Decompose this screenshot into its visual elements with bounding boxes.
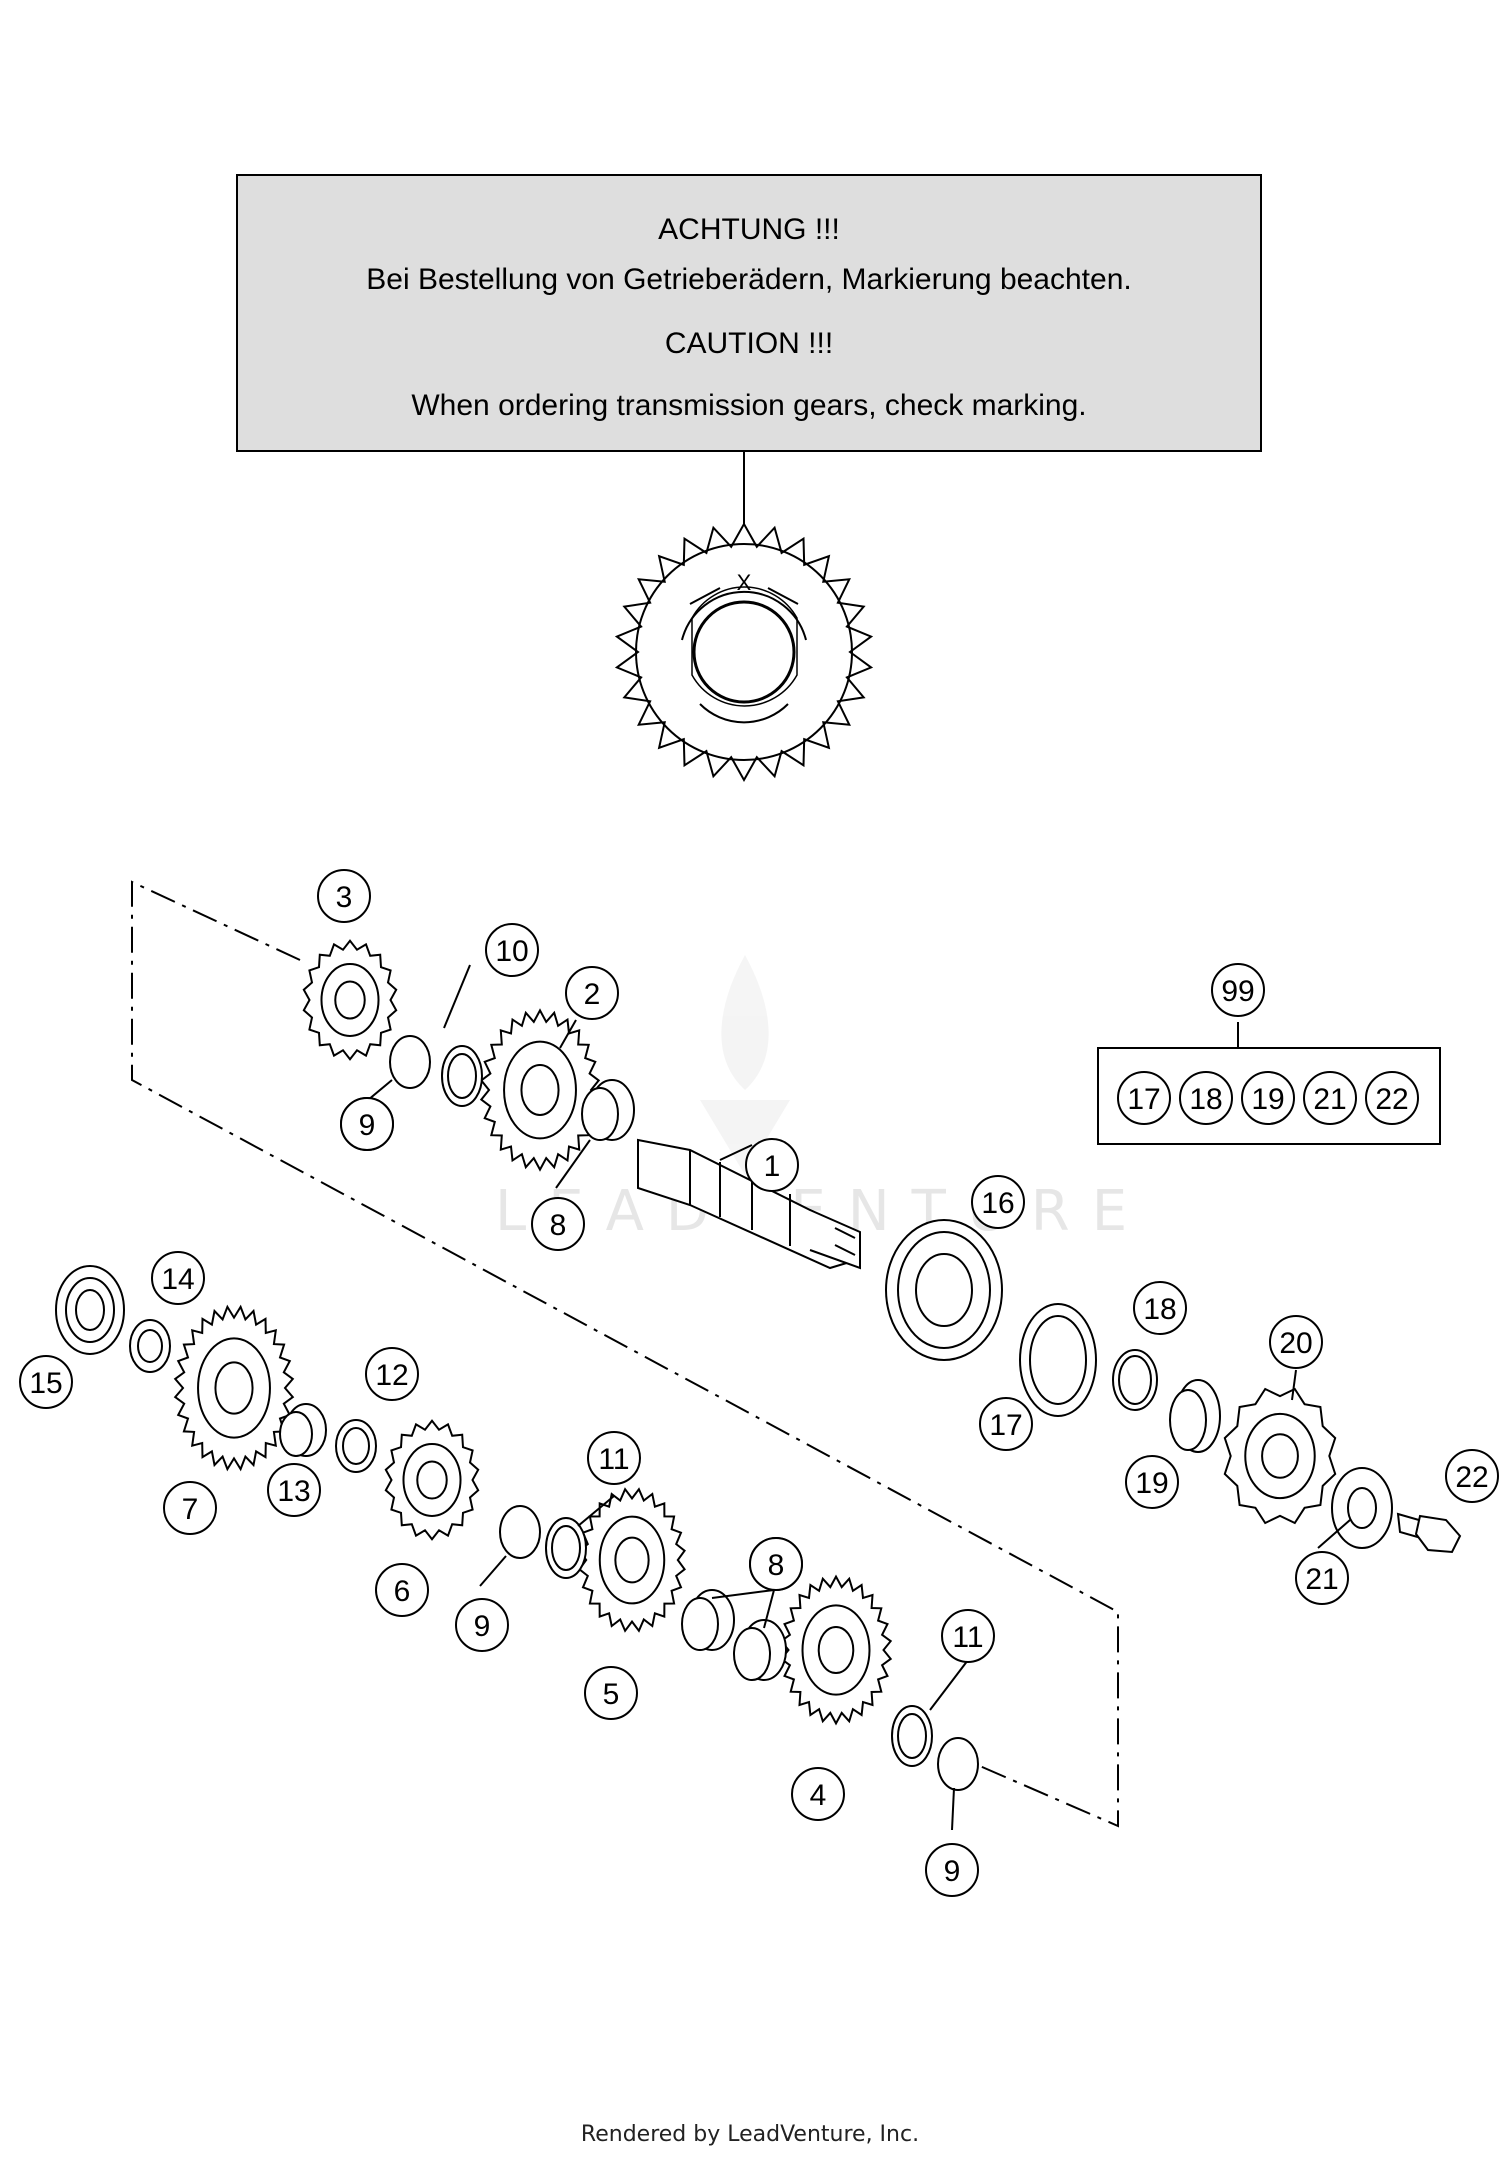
- callout-9: 9: [340, 1097, 394, 1151]
- callout-7: 7: [163, 1481, 217, 1535]
- callout-13: 13: [267, 1463, 321, 1517]
- svg-text:22: 22: [1375, 1083, 1408, 1116]
- caution-heading-en: CAUTION !!!: [664, 327, 834, 360]
- callout-11: 11: [941, 1609, 995, 1663]
- callout-10: 10: [485, 923, 539, 977]
- callout-6: 6: [375, 1563, 429, 1617]
- gear-illustrations: [173, 939, 1337, 1726]
- kit-item-22: 22: [1365, 1071, 1419, 1125]
- kit-item-18: 18: [1179, 1071, 1233, 1125]
- marking-gear-illustration: [614, 521, 874, 783]
- main-shaft: [637, 1138, 861, 1270]
- svg-text:18: 18: [1143, 1293, 1176, 1326]
- svg-text:16: 16: [981, 1187, 1014, 1220]
- callout-21: 21: [1295, 1551, 1349, 1605]
- caution-text-de: Bei Bestellung von Getrieberädern, Marki…: [366, 263, 1132, 296]
- svg-text:4: 4: [810, 1779, 827, 1812]
- kit-item-19: 19: [1241, 1071, 1295, 1125]
- callout-22: 22: [1445, 1449, 1499, 1503]
- svg-text:19: 19: [1135, 1467, 1168, 1500]
- callout-11: 11: [587, 1431, 641, 1485]
- svg-text:1: 1: [764, 1150, 781, 1183]
- svg-text:99: 99: [1221, 975, 1254, 1008]
- kit-items: 17 18 19 21 22: [1117, 1071, 1419, 1125]
- svg-text:22: 22: [1455, 1461, 1488, 1494]
- callout-8: 8: [749, 1537, 803, 1591]
- svg-text:5: 5: [603, 1678, 620, 1711]
- callout-2: 2: [565, 966, 619, 1020]
- callout-labels: 1234567888999910111112131415161718192021…: [19, 869, 1499, 1897]
- callout-3: 3: [317, 869, 371, 923]
- callout-4: 4: [791, 1767, 845, 1821]
- assembly-boundary-line: [131, 880, 1119, 1828]
- callout-9: 9: [455, 1598, 509, 1652]
- callout-16: 16: [971, 1175, 1025, 1229]
- callout-12: 12: [365, 1347, 419, 1401]
- svg-text:3: 3: [336, 881, 353, 914]
- svg-text:9: 9: [474, 1610, 491, 1643]
- svg-text:18: 18: [1189, 1083, 1222, 1116]
- callout-99: 99: [1211, 963, 1265, 1017]
- svg-text:21: 21: [1313, 1083, 1346, 1116]
- watermark-logo: [700, 955, 790, 1175]
- svg-text:7: 7: [182, 1493, 199, 1526]
- caution-note: ACHTUNG !!! Bei Bestellung von Getrieber…: [236, 174, 1262, 452]
- callout-8: 8: [531, 1197, 585, 1251]
- callout-15: 15: [19, 1355, 73, 1409]
- svg-text:17: 17: [1127, 1083, 1160, 1116]
- svg-text:14: 14: [161, 1263, 194, 1296]
- svg-text:12: 12: [375, 1359, 408, 1392]
- svg-text:8: 8: [768, 1549, 785, 1582]
- callout-17: 17: [979, 1397, 1033, 1451]
- svg-text:21: 21: [1305, 1563, 1338, 1596]
- callout-18: 18: [1133, 1281, 1187, 1335]
- svg-text:19: 19: [1251, 1083, 1284, 1116]
- svg-text:11: 11: [598, 1443, 629, 1476]
- svg-text:9: 9: [359, 1109, 376, 1142]
- callout-9: 9: [925, 1843, 979, 1897]
- leader-lines: [367, 964, 1351, 1831]
- footer-credit: Rendered by LeadVenture, Inc.: [580, 2122, 920, 2147]
- svg-text:2: 2: [584, 978, 601, 1011]
- callout-14: 14: [151, 1251, 205, 1305]
- callout-19: 19: [1125, 1455, 1179, 1509]
- callout-5: 5: [584, 1666, 638, 1720]
- callout-20: 20: [1269, 1315, 1323, 1369]
- svg-text:13: 13: [277, 1475, 310, 1508]
- svg-text:11: 11: [952, 1621, 983, 1654]
- svg-text:8: 8: [550, 1209, 567, 1242]
- svg-text:10: 10: [495, 935, 528, 968]
- bearings-and-rings: [55, 1035, 1462, 1791]
- callout-1: 1: [745, 1138, 799, 1192]
- caution-heading-de: ACHTUNG !!!: [658, 213, 840, 246]
- svg-text:17: 17: [989, 1409, 1022, 1442]
- caution-text-en: When ordering transmission gears, check …: [411, 389, 1087, 422]
- svg-text:6: 6: [394, 1575, 411, 1608]
- marking-label: X: [737, 570, 752, 595]
- svg-text:15: 15: [29, 1367, 62, 1400]
- svg-text:9: 9: [944, 1855, 961, 1888]
- kit-item-21: 21: [1303, 1071, 1357, 1125]
- svg-text:20: 20: [1279, 1327, 1312, 1360]
- kit-item-17: 17: [1117, 1071, 1171, 1125]
